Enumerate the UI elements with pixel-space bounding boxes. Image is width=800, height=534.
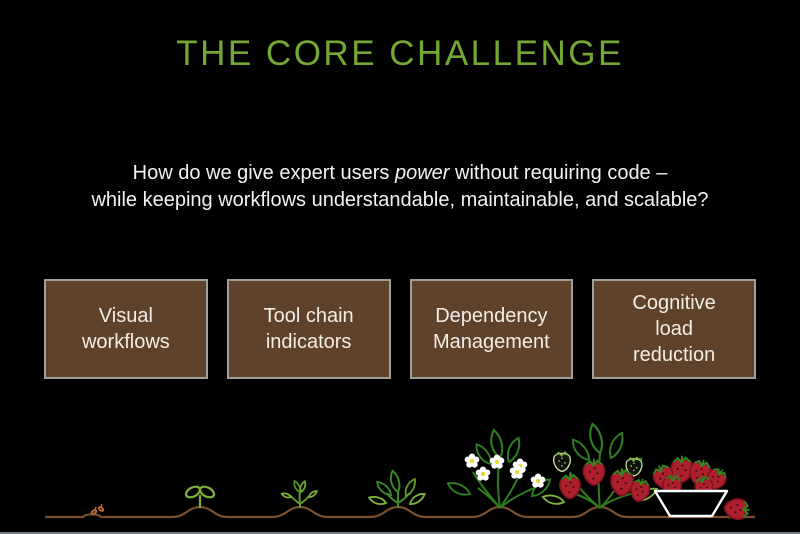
challenge-box-visual-workflows: Visual workflows — [44, 279, 208, 379]
bowl-outline — [653, 489, 729, 518]
growth-illustration — [45, 422, 755, 522]
page-title: THE CORE CHALLENGE — [176, 34, 624, 73]
harvest-bowl-icon — [648, 454, 732, 518]
question-emphasis: power — [394, 162, 450, 184]
box-label: Tool chain indicators — [263, 305, 354, 353]
question-line1-pre: How do we give expert users — [132, 162, 395, 184]
challenge-question: How do we give expert users power withou… — [0, 160, 800, 214]
fruiting-plant-icon — [540, 422, 660, 509]
seedling-icon — [280, 479, 319, 509]
box-label: Cognitive load reduction — [632, 292, 716, 366]
seed-icon — [90, 503, 105, 515]
young-plant-icon — [367, 469, 428, 509]
challenge-box-cognitive-load-reduction: Cognitive load reduction — [592, 279, 756, 379]
sprout-icon — [184, 485, 216, 508]
challenge-box-dependency-management: Dependency Management — [409, 279, 574, 379]
flowering-plant-icon — [445, 428, 555, 509]
question-line1-post: without requiring code – — [449, 162, 668, 184]
question-line2: while keeping workflows understandable, … — [91, 189, 709, 211]
box-label: Dependency Management — [433, 305, 550, 353]
challenge-boxes-row: Visual workflows Tool chain indicators D… — [44, 279, 756, 379]
ground-line — [45, 505, 755, 519]
box-label: Visual workflows — [81, 305, 170, 353]
challenge-box-tool-chain-indicators: Tool chain indicators — [226, 279, 391, 379]
